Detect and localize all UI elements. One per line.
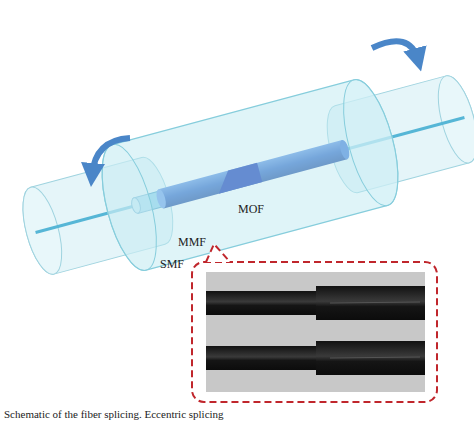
micrograph-inset — [192, 244, 437, 402]
part-label: SMF — [160, 258, 184, 271]
part-label: MMF — [178, 236, 206, 249]
rotation-arrow — [372, 41, 418, 60]
figure-caption: Schematic of the fiber splicing. Eccentr… — [4, 408, 224, 420]
part-label: MOF — [238, 203, 264, 216]
fiber-assembly — [10, 52, 474, 297]
rotation-arrow — [92, 138, 130, 175]
